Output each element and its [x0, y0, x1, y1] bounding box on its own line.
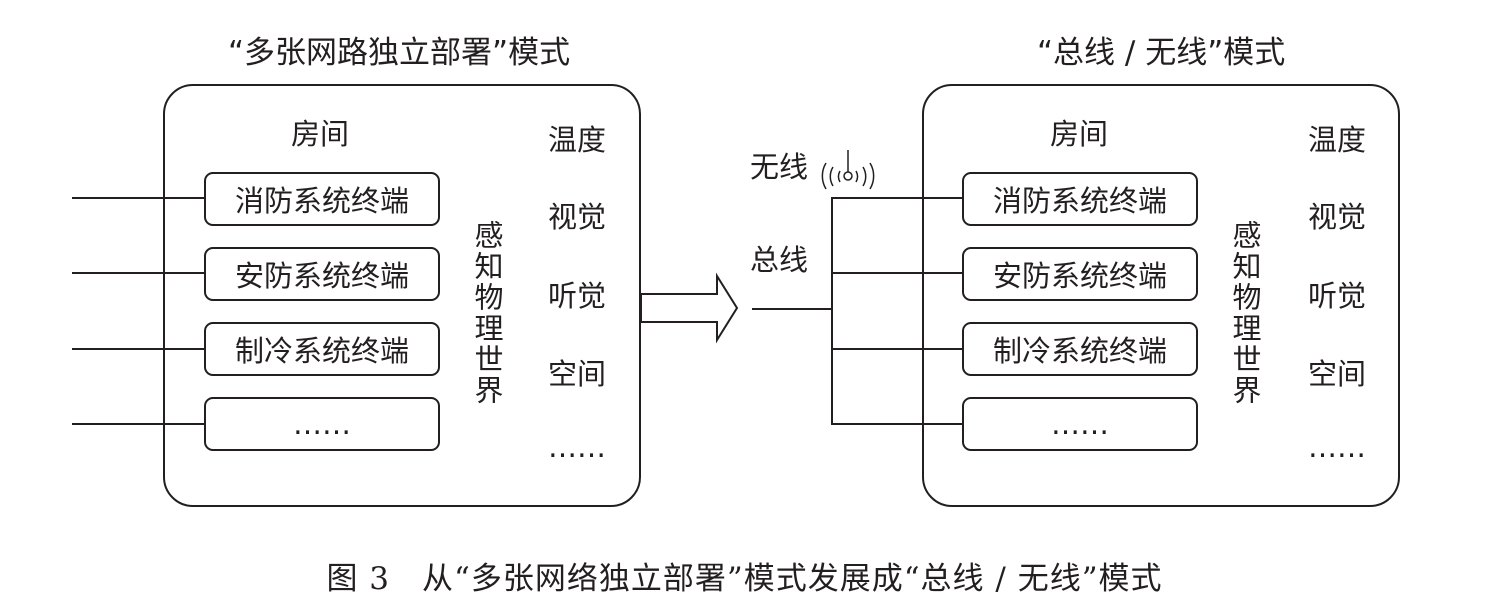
right-terminal-cooling: 制冷系统终端: [962, 322, 1198, 376]
left-terminal-security: 安防系统终端: [204, 247, 440, 301]
left-wire-2: [72, 272, 205, 274]
right-room-label: 房间: [1050, 117, 1109, 151]
bus-backbone: [831, 197, 833, 424]
left-sense-space: 空间: [548, 357, 607, 391]
right-terminal-fire: 消防系统终端: [962, 172, 1198, 226]
bus-branch-1: [831, 197, 963, 199]
left-sense-temperature: 温度: [548, 123, 607, 157]
figure-caption: 图 3 从“多张网络独立部署”模式发展成“总线 / 无线”模式: [326, 561, 1163, 597]
right-perception-label: 感知物理世界: [1228, 220, 1262, 406]
wireless-antenna-icon: [821, 150, 875, 190]
left-wire-1: [72, 197, 205, 199]
bus-label: 总线: [750, 243, 809, 277]
left-wire-4: [72, 423, 205, 425]
right-panel-box: [922, 84, 1400, 507]
bus-feed: [752, 308, 832, 310]
right-sense-vision: 视觉: [1308, 200, 1367, 234]
left-sense-hearing: 听觉: [548, 279, 607, 313]
left-perception-label: 感知物理世界: [470, 220, 504, 406]
right-sense-more: ……: [1308, 430, 1366, 464]
right-sense-space: 空间: [1308, 357, 1367, 391]
left-panel-title: “多张网路独立部署”模式: [228, 35, 571, 71]
left-terminal-fire: 消防系统终端: [204, 172, 440, 226]
left-sense-more: ……: [548, 430, 606, 464]
left-terminal-more: ……: [204, 397, 440, 451]
left-sense-vision: 视觉: [548, 200, 607, 234]
bus-branch-4: [831, 423, 963, 425]
right-sense-hearing: 听觉: [1308, 279, 1367, 313]
wireless-label: 无线: [750, 150, 809, 184]
left-room-label: 房间: [291, 117, 350, 151]
bus-branch-2: [831, 272, 963, 274]
right-terminal-more: ……: [962, 397, 1198, 451]
left-terminal-cooling: 制冷系统终端: [204, 322, 440, 376]
left-wire-3: [72, 348, 205, 350]
right-panel-title: “总线 / 无线”模式: [1037, 35, 1286, 71]
right-terminal-security: 安防系统终端: [962, 247, 1198, 301]
right-sense-temperature: 温度: [1308, 123, 1367, 157]
bus-branch-3: [831, 348, 963, 350]
